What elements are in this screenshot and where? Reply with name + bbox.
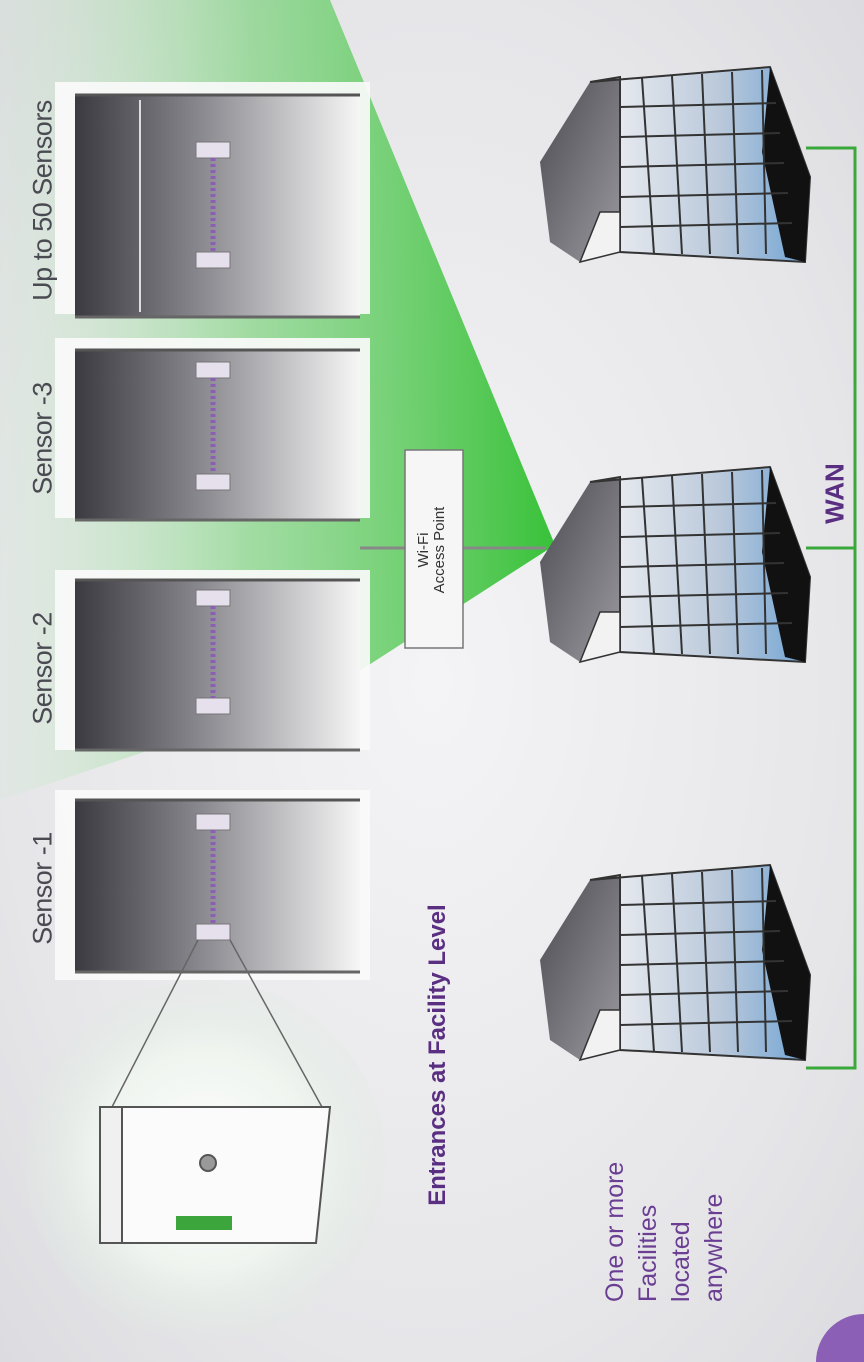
building-grid-line [619, 532, 781, 538]
sensor-beam-1-icon [195, 813, 231, 941]
building-base [578, 1009, 621, 1062]
building-grid-line [619, 132, 781, 138]
sensor-label-1: Sensor -1 [27, 832, 58, 945]
facility-building-1-icon [540, 65, 812, 264]
facilities-text: One or more Facilities located anywhere [599, 1112, 739, 1302]
building-grid-line [619, 222, 793, 228]
sensor-beam-3-icon [195, 361, 231, 491]
building-side [762, 67, 810, 262]
sensor-device-icon [98, 1106, 332, 1244]
building-grid-line [619, 1020, 793, 1026]
building-grid-line [619, 900, 777, 906]
access-point-line1: Wi-Fi [415, 532, 432, 568]
building-side [762, 467, 810, 662]
facilities-line-3: located [667, 1221, 695, 1302]
sensor-label-3: Sensor -3 [27, 382, 58, 495]
building-side [762, 865, 810, 1060]
building-grid-line [619, 930, 781, 936]
facilities-line-1: One or more [601, 1161, 629, 1302]
zoom-lines [111, 939, 323, 1108]
facility-building-3-icon [540, 863, 812, 1062]
facilities-line-4: anywhere [700, 1193, 728, 1302]
corner-decoration [816, 1314, 864, 1362]
access-point-line2: Access Point [431, 506, 448, 594]
access-point [360, 449, 545, 649]
wan-label: WAN [819, 463, 850, 524]
building-grid-line [619, 592, 789, 598]
building-grid-line [619, 622, 793, 628]
building-grid-line [619, 162, 785, 168]
building-base [578, 611, 621, 664]
door-sensor-2 [75, 578, 360, 752]
facility-building-2-icon [540, 465, 812, 664]
sensor-label-2: Sensor -2 [27, 612, 58, 725]
building-grid-line [619, 102, 777, 108]
access-point-label: Wi-Fi Access Point [415, 450, 452, 650]
sensor-beam-2-icon [195, 589, 231, 715]
building-grid-line [619, 562, 785, 568]
door-sensor-4 [75, 93, 360, 319]
building-base [578, 211, 621, 264]
sensor-beams [195, 141, 231, 941]
building-grid-line [619, 192, 789, 198]
building-grid-line [619, 990, 789, 996]
building-grid-line [619, 960, 785, 966]
wan-link [806, 146, 857, 1070]
sensor-beam-4-icon [195, 141, 231, 269]
sensor-label-4: Up to 50 Sensors [27, 100, 58, 301]
facilities-line-2: Facilities [634, 1204, 662, 1302]
building-grid-line [619, 502, 777, 508]
entrances-label: Entrances at Facility Level [424, 904, 451, 1206]
